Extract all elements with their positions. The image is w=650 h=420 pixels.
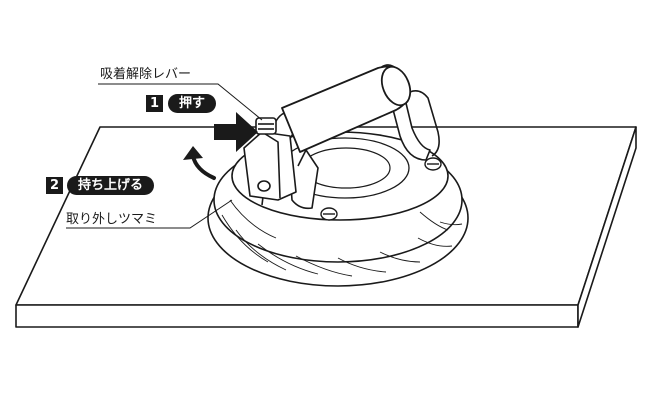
board-front-face — [15, 304, 579, 328]
mount-screws — [320, 157, 442, 221]
curved-arrow-up-icon — [183, 146, 216, 180]
board-right-face — [577, 126, 637, 328]
step1-number-badge: 1 — [146, 95, 163, 112]
knob-leader-line — [66, 199, 233, 229]
handle-grip — [281, 65, 412, 153]
step1-action-pill: 押す — [168, 94, 217, 113]
step2-number-badge: 2 — [46, 177, 63, 194]
release-lever-label: 吸着解除レバー — [100, 67, 192, 82]
arrow-right-icon — [214, 112, 258, 152]
removal-knob-label: 取り外しツマミ — [66, 212, 158, 227]
pad-texture — [221, 199, 463, 277]
release-lever-mechanism — [243, 117, 297, 201]
step2-action-pill: 持ち上げる — [67, 176, 155, 195]
lever-leader-line — [98, 83, 263, 121]
